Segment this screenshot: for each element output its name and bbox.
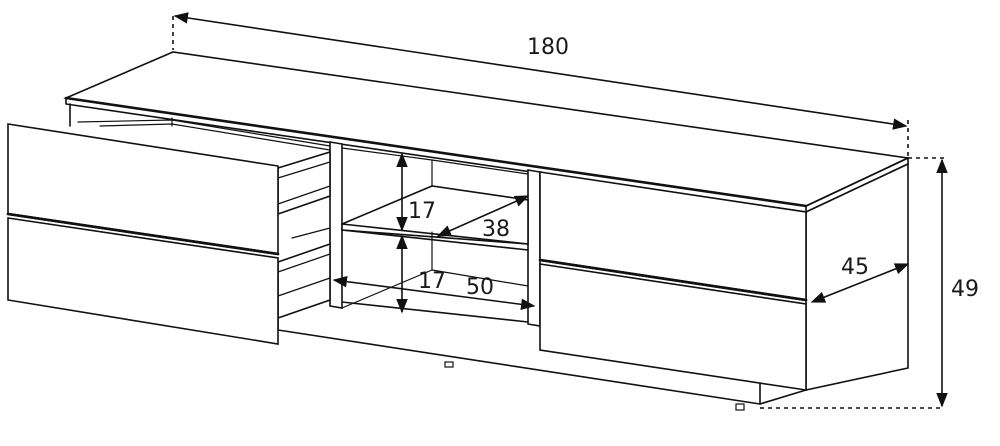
width-dimension-line — [173, 12, 908, 130]
upper-shelf-height-label: 17 — [408, 199, 436, 224]
depth-label: 45 — [841, 255, 869, 280]
foot-front-left — [444, 361, 454, 368]
compartment-width-label: 50 — [466, 275, 494, 300]
dimension-annotations: 180 49 45 17 17 38 50 — [172, 12, 979, 409]
foot-front-right — [735, 403, 745, 411]
lower-shelf-height-label: 17 — [418, 269, 446, 294]
left-drawers — [6, 119, 331, 345]
depth-dimension-line — [810, 263, 910, 303]
left-drawer-lower-front — [7, 217, 279, 345]
compartment-width-line — [332, 275, 536, 311]
shelf-depth-label: 38 — [482, 217, 510, 242]
right-drawer-lower — [539, 263, 807, 391]
width-label: 180 — [527, 35, 569, 60]
height-label: 49 — [951, 277, 979, 302]
right-drawers — [538, 171, 808, 391]
shelf-depth-line — [436, 195, 530, 237]
